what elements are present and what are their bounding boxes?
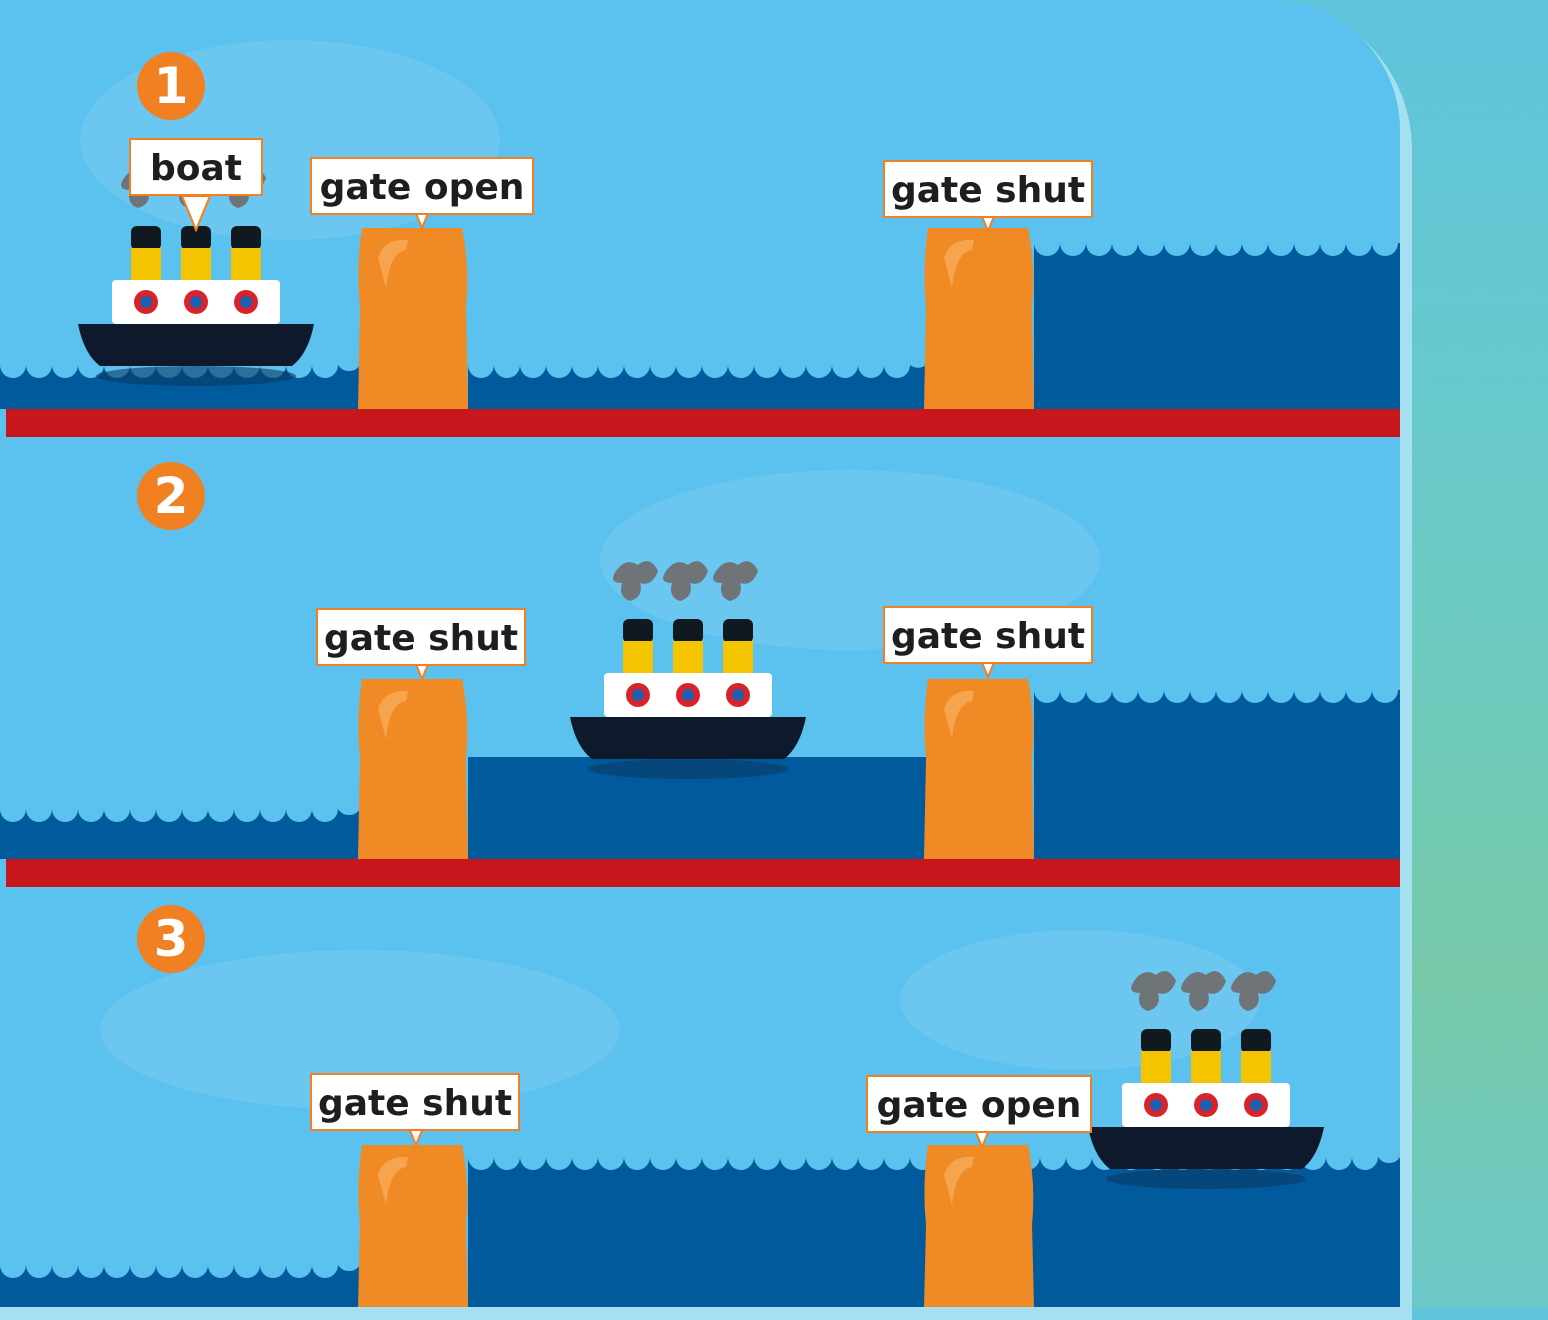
canal-lock-diagram: 1 boat gate open gate shut 2 gate shut g… (0, 0, 1400, 1307)
funnel-body (1241, 1051, 1271, 1085)
lock-gate (358, 228, 468, 409)
smoke-puff (613, 561, 658, 601)
funnel-body (1191, 1051, 1221, 1085)
lock-gate (924, 679, 1034, 859)
porthole-glass (140, 296, 152, 308)
funnel-body (1141, 1051, 1171, 1085)
right-gate-label: gate shut (883, 160, 1093, 218)
stage-3: 3 gate shut gate open (0, 887, 1400, 1307)
step-number-badge: 1 (137, 52, 205, 120)
porthole-glass (190, 296, 202, 308)
porthole-glass (240, 296, 252, 308)
gate-body (924, 228, 1034, 409)
gate-highlight (378, 239, 408, 288)
gate-body (358, 228, 468, 409)
funnel-top (1141, 1029, 1171, 1053)
stage-1-scene (0, 168, 1400, 409)
lock-gate (924, 1145, 1034, 1307)
gate-highlight (378, 690, 408, 739)
funnel-top (131, 226, 161, 250)
funnel-top (623, 619, 653, 643)
porthole-glass (1150, 1099, 1162, 1111)
gate-highlight (944, 1156, 974, 1205)
lock-gate (358, 679, 468, 859)
stage-2: 2 gate shut gate shut (0, 437, 1400, 859)
water-waves (0, 365, 360, 409)
stage-2-scene (0, 561, 1400, 859)
gate-highlight (944, 239, 974, 288)
boat-hull (78, 324, 314, 366)
gate-highlight (378, 1156, 408, 1205)
funnel-top (231, 226, 261, 250)
boat-hull (1088, 1127, 1324, 1169)
gate-body (358, 679, 468, 859)
smoke-puff (1231, 971, 1276, 1011)
boat-shadow (588, 759, 788, 779)
smoke-puff (1181, 971, 1226, 1011)
boat-shadow (96, 366, 296, 386)
boat-icon (1088, 971, 1324, 1189)
funnel-top (673, 619, 703, 643)
funnel-body (131, 248, 161, 282)
stage-1: 1 boat gate open gate shut (0, 0, 1400, 409)
funnel-body (623, 641, 653, 675)
gate-body (358, 1145, 468, 1307)
water-waves (468, 365, 926, 409)
stage-3-scene (0, 971, 1400, 1307)
boat-icon (570, 561, 806, 779)
boat-shadow (1106, 1169, 1306, 1189)
water-waves (1034, 243, 1400, 409)
boat-label: boat (129, 138, 263, 196)
smoke-puff (713, 561, 758, 601)
boat-hull (570, 717, 806, 759)
step-number-badge: 3 (137, 905, 205, 973)
gate-highlight (944, 690, 974, 739)
funnel-top (1241, 1029, 1271, 1053)
stage-divider (6, 859, 1400, 887)
porthole-glass (632, 689, 644, 701)
smoke-puff (1131, 971, 1176, 1011)
porthole-glass (732, 689, 744, 701)
gate-body (924, 1145, 1034, 1307)
left-gate-label: gate shut (310, 1073, 520, 1131)
funnel-top (723, 619, 753, 643)
left-gate-label: gate shut (316, 608, 526, 666)
label-pointer (180, 195, 212, 233)
smoke-puff (663, 561, 708, 601)
funnel-top (181, 226, 211, 250)
porthole-glass (1200, 1099, 1212, 1111)
porthole-glass (682, 689, 694, 701)
porthole-glass (1250, 1099, 1262, 1111)
water-waves (0, 809, 360, 859)
funnel-top (1191, 1029, 1221, 1053)
stage-divider (6, 409, 1400, 437)
funnel-body (181, 248, 211, 282)
right-gate-label: gate shut (883, 606, 1093, 664)
gate-body (924, 679, 1034, 859)
step-number-badge: 2 (137, 462, 205, 530)
right-gate-label: gate open (866, 1075, 1092, 1133)
water-waves (0, 1265, 360, 1307)
left-gate-label: gate open (310, 157, 534, 215)
funnel-body (231, 248, 261, 282)
lock-gate (924, 228, 1034, 409)
lock-gate (358, 1145, 468, 1307)
funnel-body (673, 641, 703, 675)
funnel-body (723, 641, 753, 675)
water-waves (1034, 690, 1400, 859)
